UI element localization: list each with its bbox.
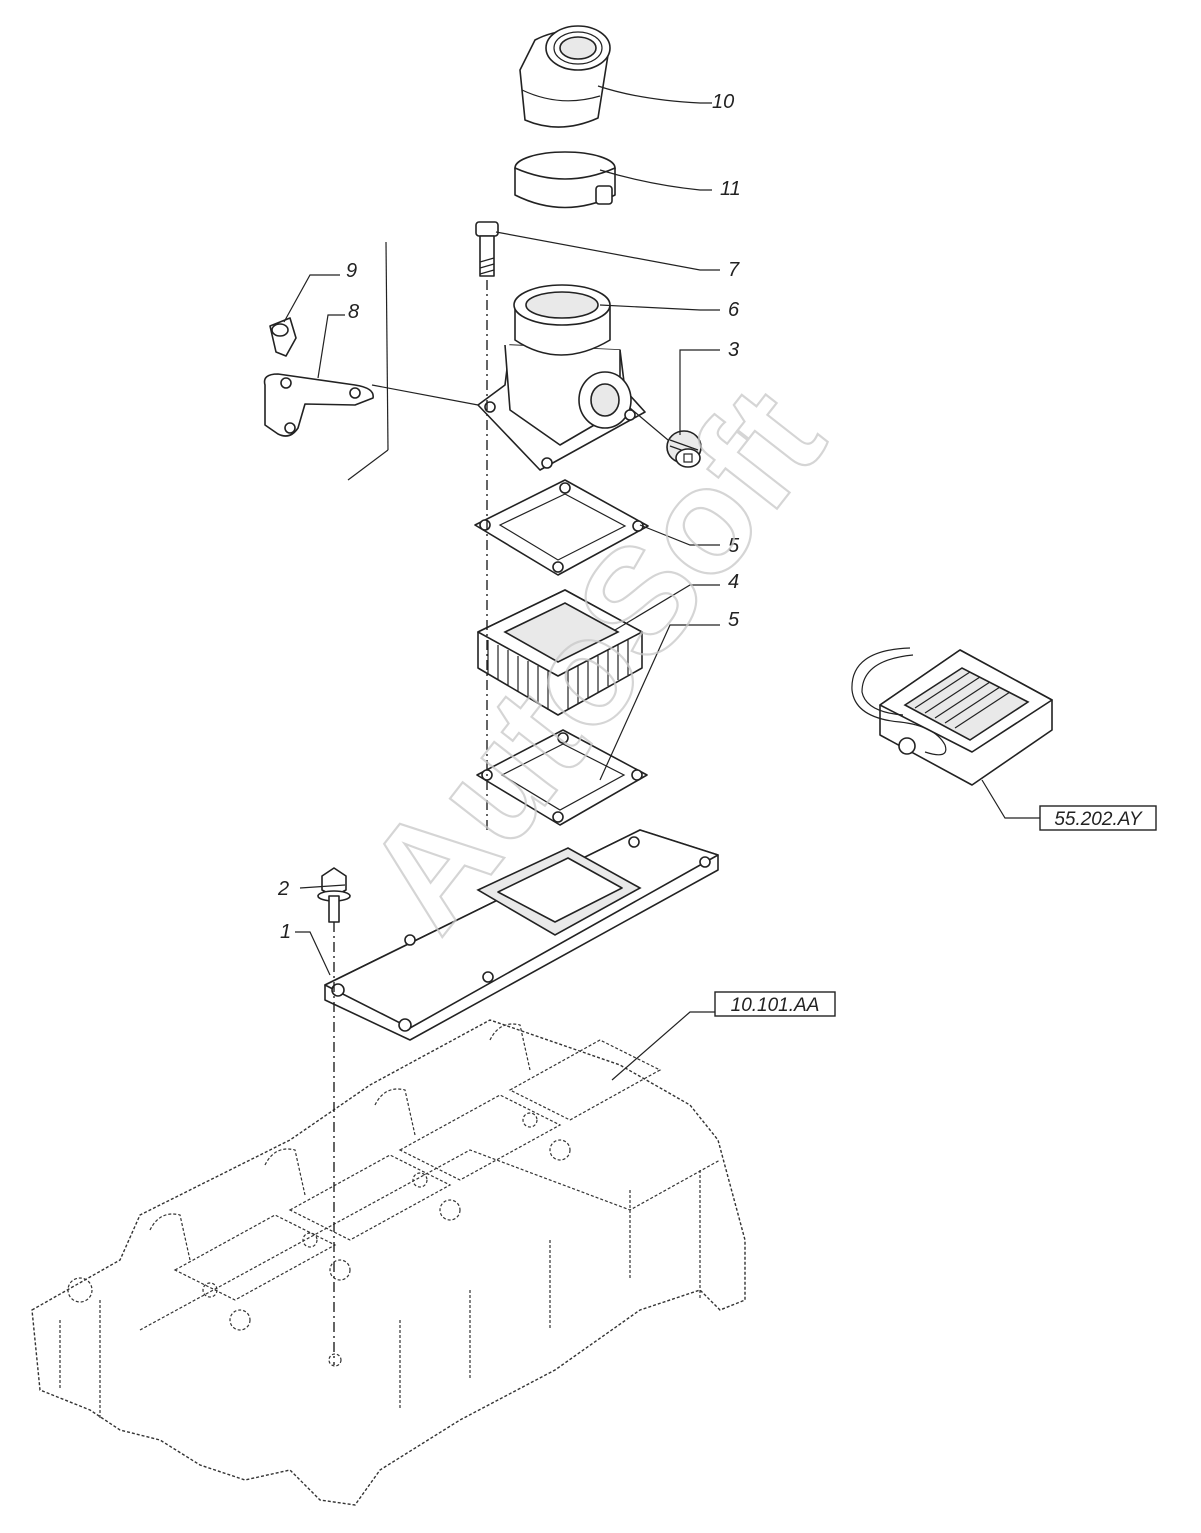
callout-5-lower: 5 xyxy=(728,609,740,631)
callout-3: 3 xyxy=(728,339,739,361)
glow-heater-module xyxy=(851,647,1053,786)
callout-2: 2 xyxy=(277,878,289,900)
callout-5-upper: 5 xyxy=(728,535,740,557)
reference-box-cylinder-head[interactable]: 10.101.AA xyxy=(714,991,836,1017)
callout-labels: 10 11 7 6 3 9 8 5 4 5 2 1 xyxy=(277,91,741,943)
cylinder-head xyxy=(31,1019,746,1506)
callout-4: 4 xyxy=(728,571,739,593)
part-5-upper-gasket xyxy=(474,479,649,576)
part-3-plug xyxy=(666,430,702,468)
reference-box-heater[interactable]: 55.202.AY xyxy=(1039,805,1157,831)
reference-heater-module-label[interactable]: 55.202.AY xyxy=(1054,809,1143,830)
part-9-clip xyxy=(269,317,297,357)
part-1-cover-plate xyxy=(324,829,719,1041)
part-2-flange-bolt xyxy=(317,867,351,923)
callout-9: 9 xyxy=(346,260,357,282)
leader-lines xyxy=(283,85,1040,1081)
callout-11: 11 xyxy=(720,178,741,200)
callout-7: 7 xyxy=(728,259,740,281)
part-7-bolt xyxy=(475,221,499,277)
part-6-intake-elbow xyxy=(477,284,646,471)
callout-8: 8 xyxy=(348,301,359,323)
callout-10: 10 xyxy=(712,91,734,113)
part-10-hose-elbow xyxy=(519,25,611,128)
part-4-heater-block xyxy=(477,589,643,716)
part-8-bracket xyxy=(263,373,374,437)
part-5-lower-gasket xyxy=(476,729,648,826)
reference-cylinder-head-label[interactable]: 10.101.AA xyxy=(731,995,820,1016)
callout-6: 6 xyxy=(728,299,740,321)
part-11-hose-clamp xyxy=(514,151,616,209)
callout-1: 1 xyxy=(280,921,291,943)
assembly-lines xyxy=(333,241,669,1365)
